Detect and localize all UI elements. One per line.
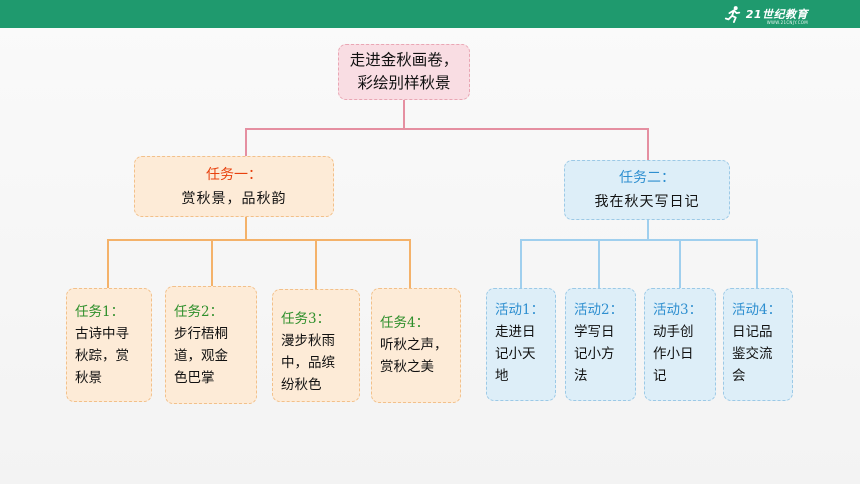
task1-branch — [107, 239, 411, 290]
leaf-body: 走进日 记小天 地 — [495, 324, 536, 384]
task1-item-4: 任务4： 听秋之声， 赏秋之美 — [371, 288, 461, 403]
root-line-1: 走进金秋画卷， — [349, 51, 459, 69]
task2-item-2: 活动2： 学写日 记小方 法 — [565, 288, 636, 401]
task2-subtitle: 我在秋天写日记 — [594, 194, 700, 210]
leaf-body: 古诗中寻 秋踪，赏 秋景 — [75, 326, 129, 386]
leaf-title: 活动3： — [653, 302, 703, 318]
leaf-title: 任务2： — [174, 304, 224, 320]
leaf-body: 步行梧桐 道，观金 色巴掌 — [174, 326, 228, 386]
leaf-title: 活动1： — [495, 302, 545, 318]
brand-name: 21世纪教育 — [745, 8, 808, 21]
task1-item-3: 任务3： 漫步秋雨 中，品缤 纷秋色 — [272, 289, 360, 402]
task2-item-4: 活动4： 日记品 鉴交流 会 — [723, 288, 793, 401]
leaf-body: 学写日 记小方 法 — [574, 324, 615, 384]
top-bar: 21世纪教育 WWW.21CNJY.COM — [0, 0, 860, 28]
task2-title: 任务二： — [619, 170, 675, 186]
task1-subtitle: 赏秋景，品秋韵 — [181, 190, 287, 207]
task2-branch — [520, 239, 758, 290]
task1-node: 任务一： 赏秋景，品秋韵 — [134, 156, 334, 217]
task1-title: 任务一： — [206, 166, 262, 183]
runner-logo-icon — [724, 6, 740, 23]
task1-item-2: 任务2： 步行梧桐 道，观金 色巴掌 — [165, 286, 257, 404]
leaf-title: 任务3： — [281, 311, 331, 327]
leaf-title: 活动4： — [732, 302, 782, 318]
root-node: 走进金秋画卷， 彩绘别样秋景 — [338, 44, 470, 100]
root-branch — [245, 128, 649, 160]
task2-item-3: 活动3： 动手创 作小日 记 — [644, 288, 716, 401]
leaf-body: 听秋之声， 赏秋之美 — [380, 337, 448, 375]
leaf-body: 漫步秋雨 中，品缤 纷秋色 — [281, 333, 335, 393]
root-line-2: 彩绘别样秋景 — [357, 74, 451, 92]
task1-item-1: 任务1： 古诗中寻 秋踪，赏 秋景 — [66, 288, 152, 402]
leaf-body: 动手创 作小日 记 — [653, 324, 694, 384]
task2-node: 任务二： 我在秋天写日记 — [564, 160, 730, 220]
brand-url: WWW.21CNJY.COM — [766, 20, 808, 25]
brand-logo: 21世纪教育 WWW.21CNJY.COM — [724, 4, 808, 25]
leaf-title: 任务4： — [380, 315, 430, 331]
leaf-body: 日记品 鉴交流 会 — [732, 324, 773, 384]
task2-item-1: 活动1： 走进日 记小天 地 — [486, 288, 556, 401]
leaf-title: 活动2： — [574, 302, 624, 318]
leaf-title: 任务1： — [75, 304, 125, 320]
